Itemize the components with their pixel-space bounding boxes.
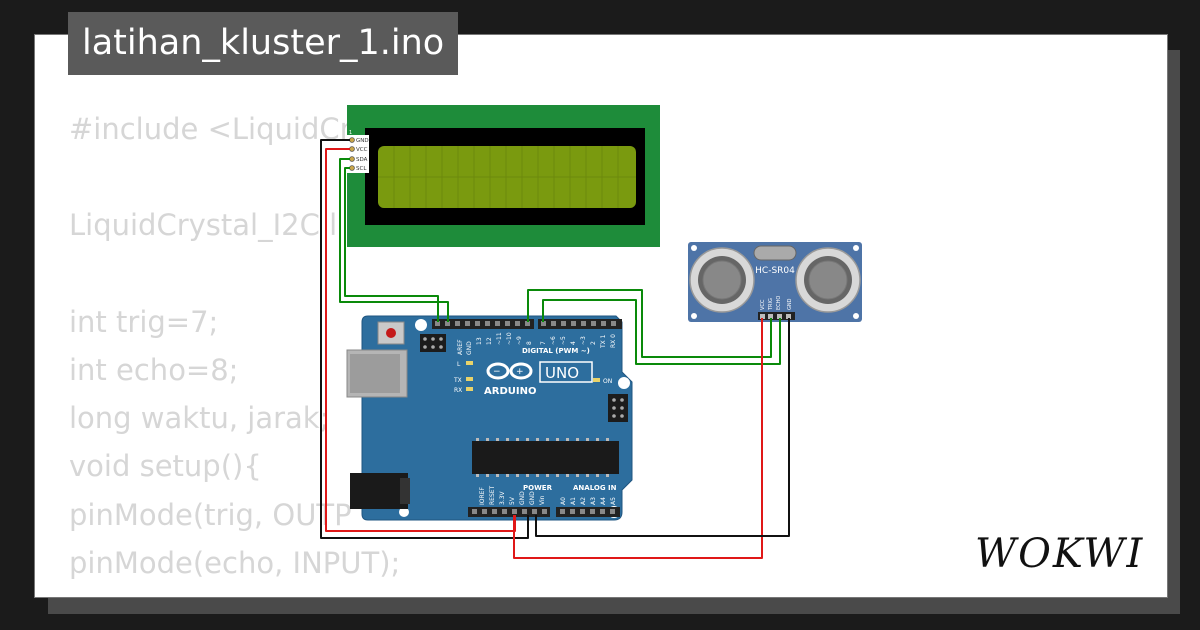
sensor-pin-echo-label: ECHO bbox=[776, 296, 782, 310]
code-line: pinMode(trig, OUTP bbox=[69, 497, 352, 532]
digital-header bbox=[432, 319, 622, 329]
led-l-label: L bbox=[457, 361, 461, 368]
power-pin-ioref: IOREF bbox=[479, 487, 486, 505]
analog-pin-a1: A1 bbox=[570, 497, 577, 505]
wire-lcd-gnd bbox=[320, 139, 529, 539]
wire-sensor-gnd bbox=[535, 318, 790, 537]
gnd-top-label: GND bbox=[466, 341, 473, 355]
svg-text:+: + bbox=[516, 367, 524, 377]
code-line: long waktu, jarak; bbox=[69, 401, 330, 436]
digital-pin-5: ~5 bbox=[560, 336, 567, 345]
digital-pin-9: ~9 bbox=[516, 336, 523, 345]
aref-label: AREF bbox=[457, 339, 464, 355]
digital-header-label: DIGITAL (PWM ~) bbox=[522, 347, 590, 355]
code-preview: #include <LiquidCr LiquidCrystal_I2C l i… bbox=[69, 105, 400, 587]
project-title: latihan_kluster_1.ino bbox=[68, 12, 459, 75]
digital-pin-7: 7 bbox=[540, 341, 547, 345]
lcd-pin-sda: SDA bbox=[356, 157, 368, 163]
digital-pin-6: ~6 bbox=[550, 336, 557, 345]
lcd-pin1-label: 1 bbox=[349, 130, 352, 136]
wire-lcd-scl bbox=[344, 167, 439, 322]
arduino-logo-text: ARDUINO bbox=[484, 386, 536, 397]
digital-pin-3: ~3 bbox=[580, 336, 587, 345]
lcd-display: 1 GND VCC SDA SCL bbox=[347, 105, 660, 247]
lcd-char-grid bbox=[378, 146, 636, 208]
sensor-transducer-left bbox=[689, 247, 755, 313]
arduino-model: UNO bbox=[545, 364, 579, 382]
digital-pin-0: RX 0 bbox=[610, 334, 617, 348]
code-line: void setup(){ bbox=[69, 449, 262, 484]
digital-pin-12: 12 bbox=[486, 337, 493, 345]
power-pin-reset: RESET bbox=[489, 485, 496, 505]
sensor-crystal bbox=[753, 245, 797, 261]
arduino-board: AREF GND 13 12 ~11 ~10 ~9 8 7 ~6 ~5 4 ~3… bbox=[346, 315, 633, 521]
sensor-pin-vcc-label: VCC bbox=[760, 299, 766, 310]
sensor-pins: VCC TRIG ECHO GND bbox=[758, 296, 795, 320]
wire-lcd-sda bbox=[339, 158, 449, 322]
wire-trig bbox=[527, 289, 772, 358]
digital-pin-10: ~10 bbox=[506, 332, 513, 345]
digital-pin-8: 8 bbox=[526, 341, 533, 345]
code-line: int trig=7; bbox=[69, 304, 219, 339]
lcd-pin-gnd: GND bbox=[356, 138, 369, 144]
ultrasonic-sensor: HC-SR04 VCC TRIG ECHO GND bbox=[688, 242, 862, 322]
digital-pin-4: 4 bbox=[570, 341, 577, 345]
power-header bbox=[468, 507, 620, 517]
led-on-label: ON bbox=[603, 378, 612, 385]
analog-pin-a3: A3 bbox=[590, 497, 597, 505]
digital-pin-2: 2 bbox=[590, 341, 597, 345]
atmega-chip bbox=[472, 441, 619, 474]
sensor-pin-gnd-label: GND bbox=[787, 298, 793, 310]
analog-pin-a0: A0 bbox=[560, 497, 567, 505]
wire-sensor-vcc bbox=[513, 318, 763, 559]
code-line: int echo=8; bbox=[69, 352, 239, 387]
sensor-pin-trig-label: TRIG bbox=[768, 298, 774, 311]
digital-pin-11: ~11 bbox=[496, 332, 503, 345]
analog-pin-a2: A2 bbox=[580, 497, 587, 505]
lcd-pin-vcc: VCC bbox=[356, 147, 368, 153]
led-rx-label: RX bbox=[454, 387, 462, 394]
arduino-logo-icon bbox=[486, 362, 533, 380]
svg-text:−: − bbox=[493, 367, 501, 377]
digital-pin-13: 13 bbox=[476, 337, 483, 345]
power-jack bbox=[350, 473, 408, 509]
power-pin-vin: Vin bbox=[539, 495, 546, 505]
code-line: LiquidCrystal_I2C l bbox=[69, 208, 338, 243]
wires bbox=[320, 139, 790, 559]
power-pin-5v: 5V bbox=[509, 496, 516, 505]
power-pin-gnd-1: GND bbox=[519, 491, 526, 505]
lcd-pin-header: GND VCC SDA SCL bbox=[347, 135, 369, 173]
digital-pin-1: TX 1 bbox=[600, 334, 607, 349]
wire-echo bbox=[542, 299, 781, 365]
led-tx-label: TX bbox=[453, 377, 462, 384]
sensor-transducer-right bbox=[795, 247, 861, 313]
analog-header-label: ANALOG IN bbox=[573, 484, 617, 492]
lcd-pin-scl: SCL bbox=[356, 166, 367, 172]
sensor-name: HC-SR04 bbox=[755, 266, 795, 276]
wokwi-logo: WOKWI bbox=[975, 531, 1144, 577]
code-line: pinMode(echo, INPUT); bbox=[69, 545, 401, 580]
analog-pin-a4: A4 bbox=[600, 497, 607, 505]
power-pin-3v3: 3.3V bbox=[499, 490, 506, 505]
power-pin-gnd-2: GND bbox=[529, 491, 536, 505]
power-header-label: POWER bbox=[523, 484, 553, 492]
analog-pin-a5: A5 bbox=[610, 497, 617, 505]
